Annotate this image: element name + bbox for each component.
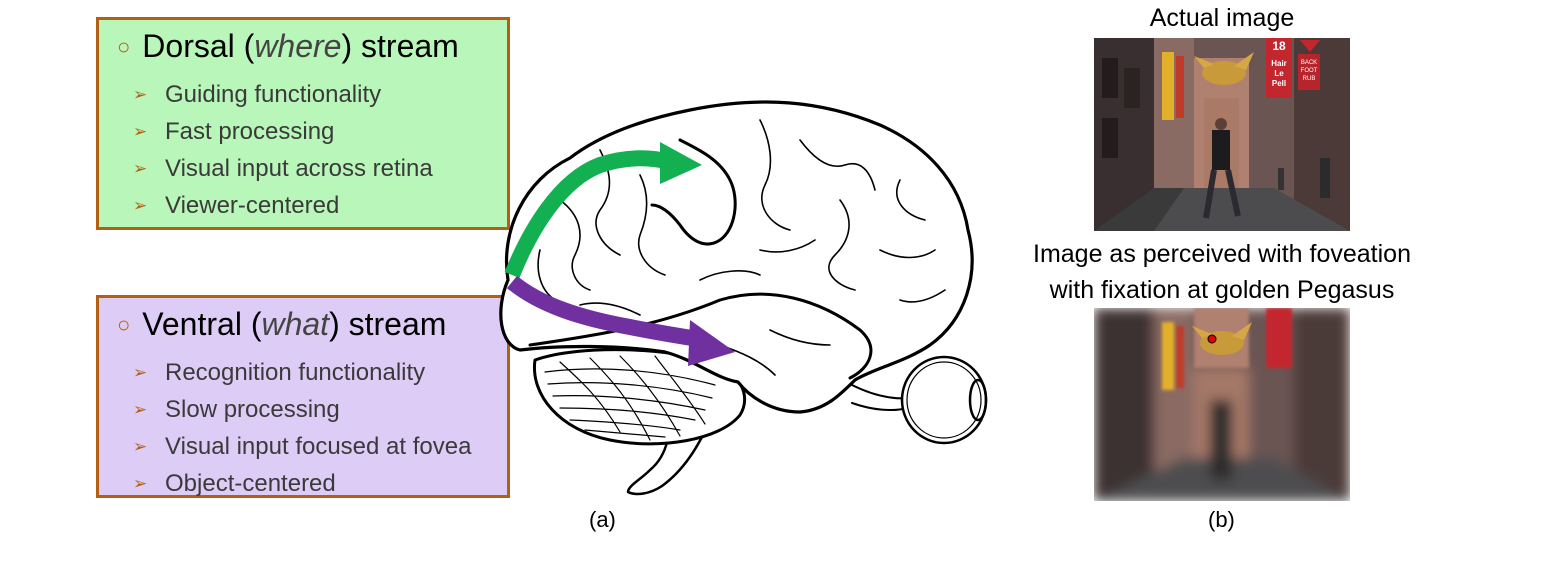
eye-inner-ring: [906, 361, 982, 439]
list-item: ➢ Visual input across retina: [133, 150, 433, 187]
list-item: ➢ Recognition functionality: [133, 354, 471, 391]
cerebrum-outline: [499, 100, 974, 414]
list-item: ➢ Visual input focused at fovea: [133, 428, 471, 465]
street-photo-foveated: [1094, 308, 1350, 501]
list-item-text: Recognition functionality: [165, 359, 426, 386]
hair-le-pell-sign: [1266, 38, 1292, 98]
arrow-bullet-icon: ➢: [133, 400, 148, 419]
caption-a: (a): [589, 507, 616, 532]
dorsal-title-italic: where: [254, 28, 342, 64]
ventral-stream-arrow: [506, 275, 735, 366]
arrow-bullet-icon: ➢: [133, 85, 148, 104]
golden-pegasus: [1202, 61, 1246, 85]
ventral-stream-title: ○ Ventral (what) stream: [117, 306, 446, 343]
walking-man: [1212, 130, 1230, 170]
list-item-text: Visual input focused at fovea: [165, 433, 472, 460]
list-item-text: Slow processing: [165, 396, 340, 423]
dorsal-stream-title: ○ Dorsal (where) stream: [117, 28, 459, 65]
fixation-point: [1207, 334, 1217, 344]
sign-le: Le: [1274, 69, 1284, 78]
circle-bullet-icon: ○: [117, 34, 131, 59]
eye-lens: [968, 378, 988, 422]
ventral-title-start: Ventral (: [142, 306, 262, 342]
ventral-title-end: ) stream: [329, 306, 447, 342]
list-item-text: Object-centered: [165, 470, 336, 497]
arrow-bullet-icon: ➢: [133, 437, 148, 456]
actual-image-label: Actual image: [1149, 4, 1295, 32]
list-item-text: Guiding functionality: [165, 81, 382, 108]
central-sulcus: [650, 138, 737, 246]
circle-bullet-icon: ○: [117, 312, 131, 337]
list-item: ➢ Viewer-centered: [133, 187, 433, 224]
arrow-bullet-icon: ➢: [133, 159, 148, 178]
sign-rub: RUB: [1303, 76, 1316, 82]
arrow-bullet-icon: ➢: [133, 122, 148, 141]
dorsal-title-start: Dorsal (: [142, 28, 255, 64]
eye-outline: [900, 355, 988, 445]
list-item: ➢ Slow processing: [133, 391, 471, 428]
list-item-text: Visual input across retina: [165, 155, 433, 182]
ventral-title-italic: what: [261, 306, 330, 342]
sign-back: BACK: [1301, 60, 1317, 66]
brain-illustration: [499, 100, 988, 496]
dorsal-stream-box: ○ Dorsal (where) stream ➢ Guiding function…: [96, 17, 510, 230]
foveated-image-label-line1: Image as perceived with foveation: [1033, 240, 1411, 268]
list-item-text: Fast processing: [165, 118, 335, 145]
foveated-image-label-line2: with fixation at golden Pegasus: [1049, 276, 1395, 304]
cerebellum-folia: [544, 355, 716, 441]
list-item: ➢ Object-centered: [133, 465, 471, 502]
sign-hair: Hair: [1271, 59, 1287, 68]
dorsal-stream-arrow: [504, 142, 702, 278]
list-item-text: Viewer-centered: [165, 192, 340, 219]
list-item: ➢ Fast processing: [133, 113, 433, 150]
ventral-properties-list: ➢ Recognition functionality ➢ Slow process…: [133, 354, 471, 502]
arrow-bullet-icon: ➢: [133, 196, 148, 215]
arrow-bullet-icon: ➢: [133, 474, 148, 493]
dorsal-title-end: ) stream: [341, 28, 459, 64]
street-photo-actual: 18 Hair Le Pell BACK FOOT RUB: [1094, 38, 1350, 231]
sign-foot: FOOT: [1301, 68, 1318, 74]
dorsal-properties-list: ➢Guiding functionality ➢Fast processing …: [133, 76, 433, 224]
ventral-stream-box: ○ Ventral (what) stream ➢ Recognition func…: [96, 295, 510, 498]
caption-b: (b): [1208, 507, 1235, 532]
sign-18: 18: [1272, 39, 1286, 53]
arrow-bullet-icon: ➢: [133, 363, 148, 382]
sign-pell: Pell: [1272, 79, 1286, 88]
list-item: ➢ Guiding functionality: [133, 76, 433, 113]
